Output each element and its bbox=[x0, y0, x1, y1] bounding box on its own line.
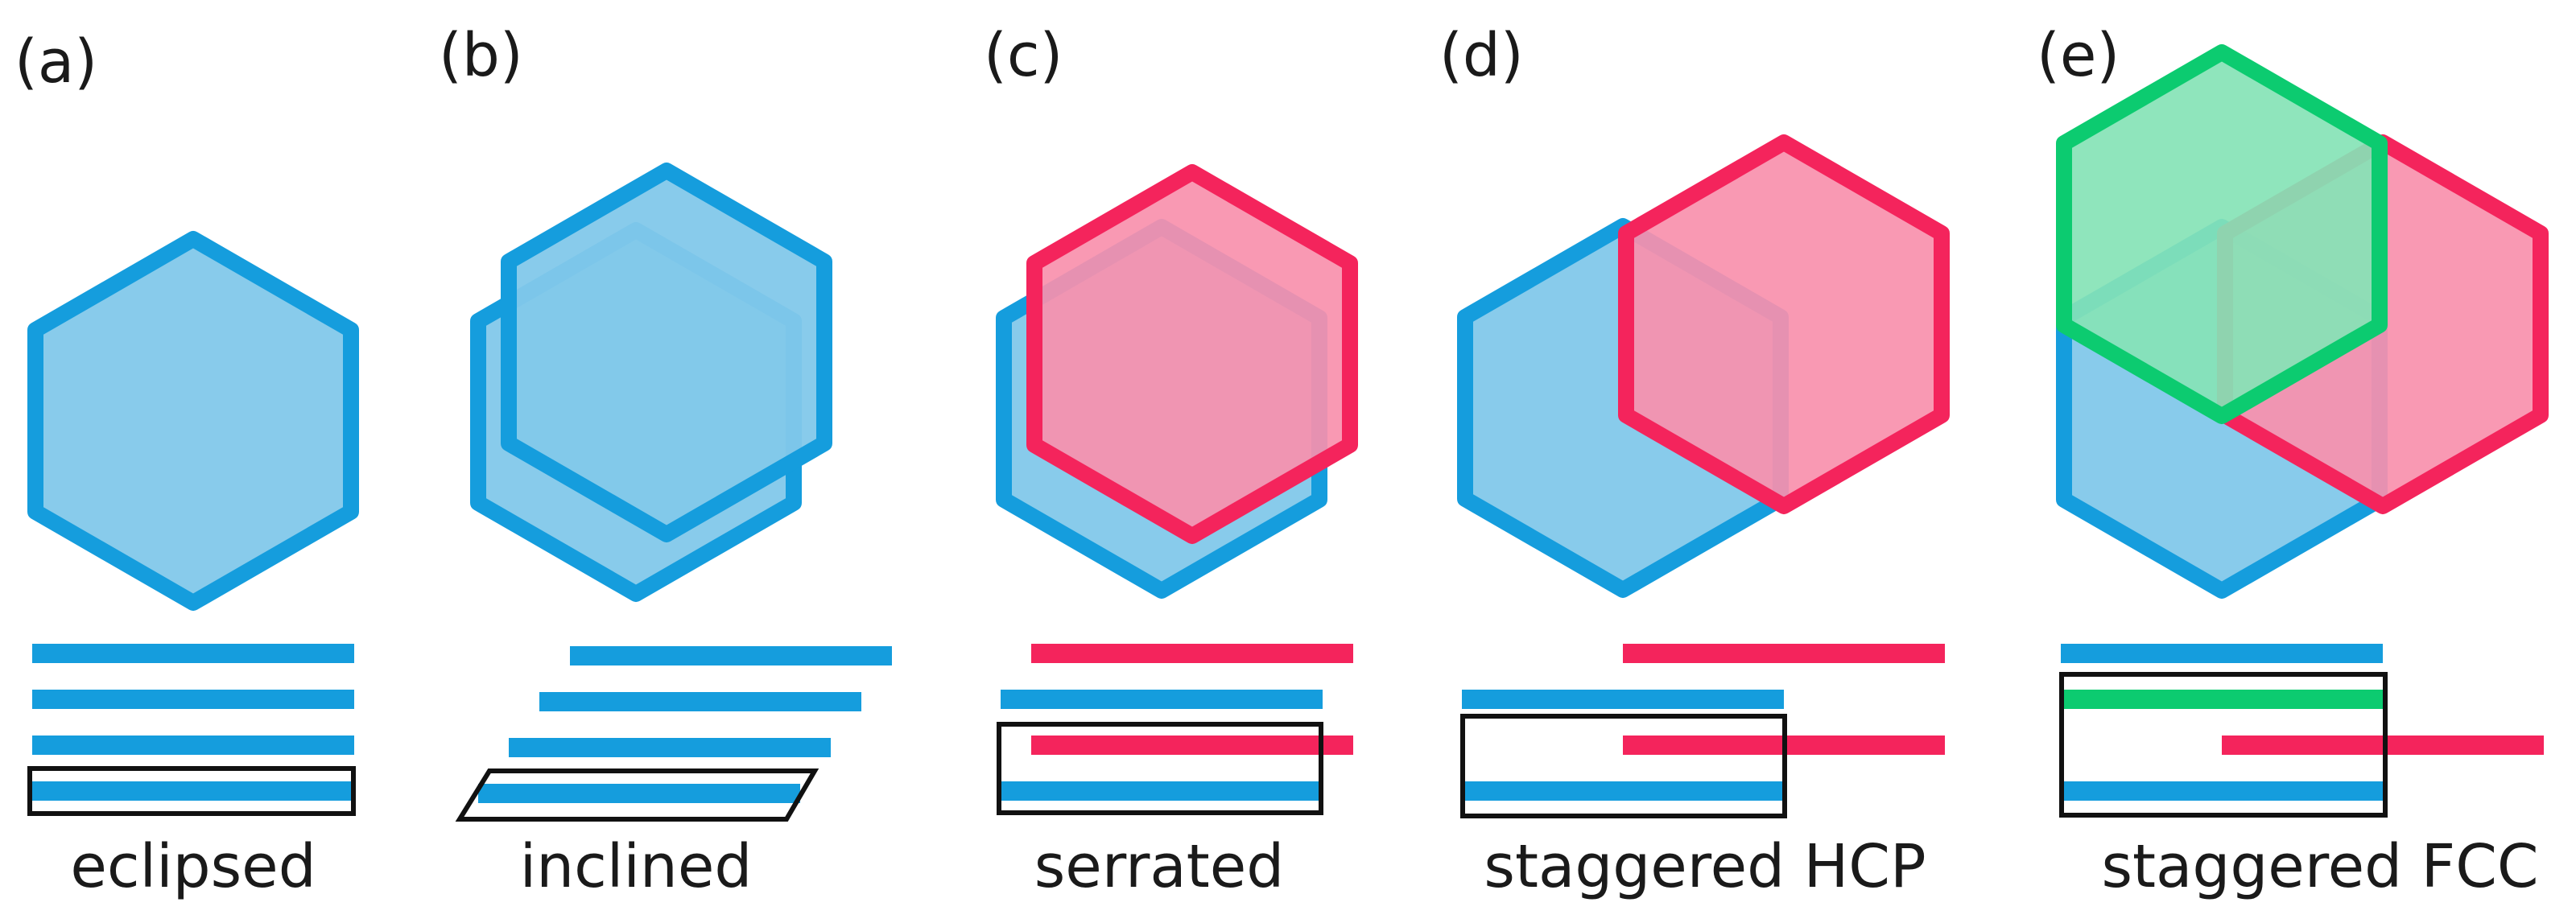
hexagon-blue-upper bbox=[501, 163, 832, 542]
unit-cell-frame bbox=[27, 766, 356, 816]
layer-line-blue bbox=[478, 784, 800, 803]
hexagon-red bbox=[1026, 164, 1358, 544]
unit-cell-frame bbox=[455, 768, 819, 822]
unit-cell-frame bbox=[997, 722, 1323, 815]
layer-line-blue bbox=[1001, 690, 1323, 709]
panel-d-caption: staggered HCP bbox=[1484, 832, 1926, 901]
hexagon-red bbox=[1618, 134, 1950, 514]
layer-line-blue bbox=[509, 738, 831, 757]
panel-e: (e) staggered FCC bbox=[2037, 21, 2549, 901]
panel-e-label: (e) bbox=[2037, 21, 2120, 90]
panel-c: (c) serrated bbox=[984, 21, 1358, 901]
hexagon-blue bbox=[27, 231, 359, 611]
layer-line-blue bbox=[539, 692, 861, 711]
unit-cell-frame bbox=[1460, 714, 1787, 818]
panel-b-caption: inclined bbox=[520, 832, 753, 901]
panel-e-caption: staggered FCC bbox=[2101, 832, 2538, 901]
panel-b: (b) inclined bbox=[439, 21, 892, 901]
panel-b-label: (b) bbox=[439, 21, 523, 90]
layer-line-blue bbox=[1462, 690, 1784, 709]
panel-c-label: (c) bbox=[984, 21, 1063, 90]
hexagon-green bbox=[2056, 44, 2388, 424]
layer-line-green bbox=[2061, 690, 2383, 709]
panel-d-label: (d) bbox=[1439, 21, 1524, 90]
layer-line-blue bbox=[2061, 644, 2383, 663]
layer-line-blue bbox=[1462, 781, 1784, 801]
layer-line-red bbox=[1031, 644, 1353, 663]
layer-line-blue bbox=[32, 736, 354, 755]
layer-line-red bbox=[1031, 736, 1353, 755]
panel-c-caption: serrated bbox=[1034, 832, 1285, 901]
unit-cell-frame bbox=[2059, 672, 2388, 818]
panel-d: (d) staggered HCP bbox=[1439, 21, 1950, 901]
layer-line-blue bbox=[2061, 781, 2383, 801]
layer-line-blue bbox=[570, 646, 892, 665]
layer-line-blue bbox=[32, 690, 354, 709]
panel-a-caption: eclipsed bbox=[70, 832, 316, 901]
panel-a-label: (a) bbox=[14, 27, 97, 97]
layer-line-blue bbox=[32, 781, 354, 801]
layer-line-blue bbox=[32, 644, 354, 663]
layer-line-blue bbox=[1001, 781, 1323, 801]
layer-line-red bbox=[1623, 644, 1945, 663]
panel-a: (a) eclipsed bbox=[14, 27, 359, 901]
